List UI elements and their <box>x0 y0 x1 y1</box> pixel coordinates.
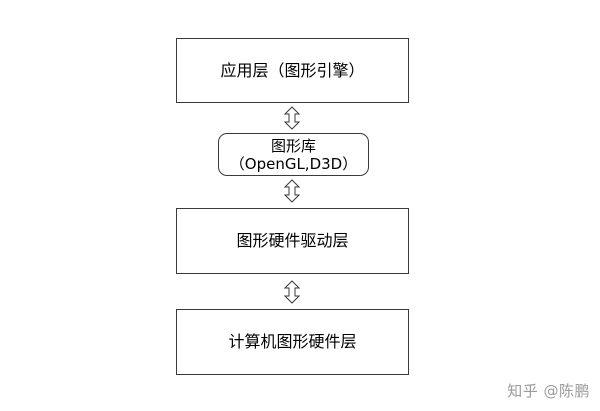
graphics-library-box: 图形库 （OpenGL,D3D） <box>218 133 369 176</box>
graphics-library-label: 图形库 <box>270 136 316 155</box>
double-arrow-icon <box>284 179 300 203</box>
application-layer-box: 应用层（图形引擎） <box>176 38 409 103</box>
double-arrow-icon <box>284 280 300 304</box>
graphics-driver-layer-label: 图形硬件驱动层 <box>236 231 349 250</box>
graphics-hardware-layer-box: 计算机图形硬件层 <box>176 309 409 375</box>
graphics-library-sublabel: （OpenGL,D3D） <box>229 154 358 173</box>
application-layer-label: 应用层（图形引擎） <box>220 60 365 80</box>
double-arrow-icon <box>284 106 300 130</box>
graphics-hardware-layer-label: 计算机图形硬件层 <box>228 332 357 351</box>
watermark: 知乎 @陈鹏 <box>507 382 590 400</box>
graphics-driver-layer-box: 图形硬件驱动层 <box>176 208 409 274</box>
